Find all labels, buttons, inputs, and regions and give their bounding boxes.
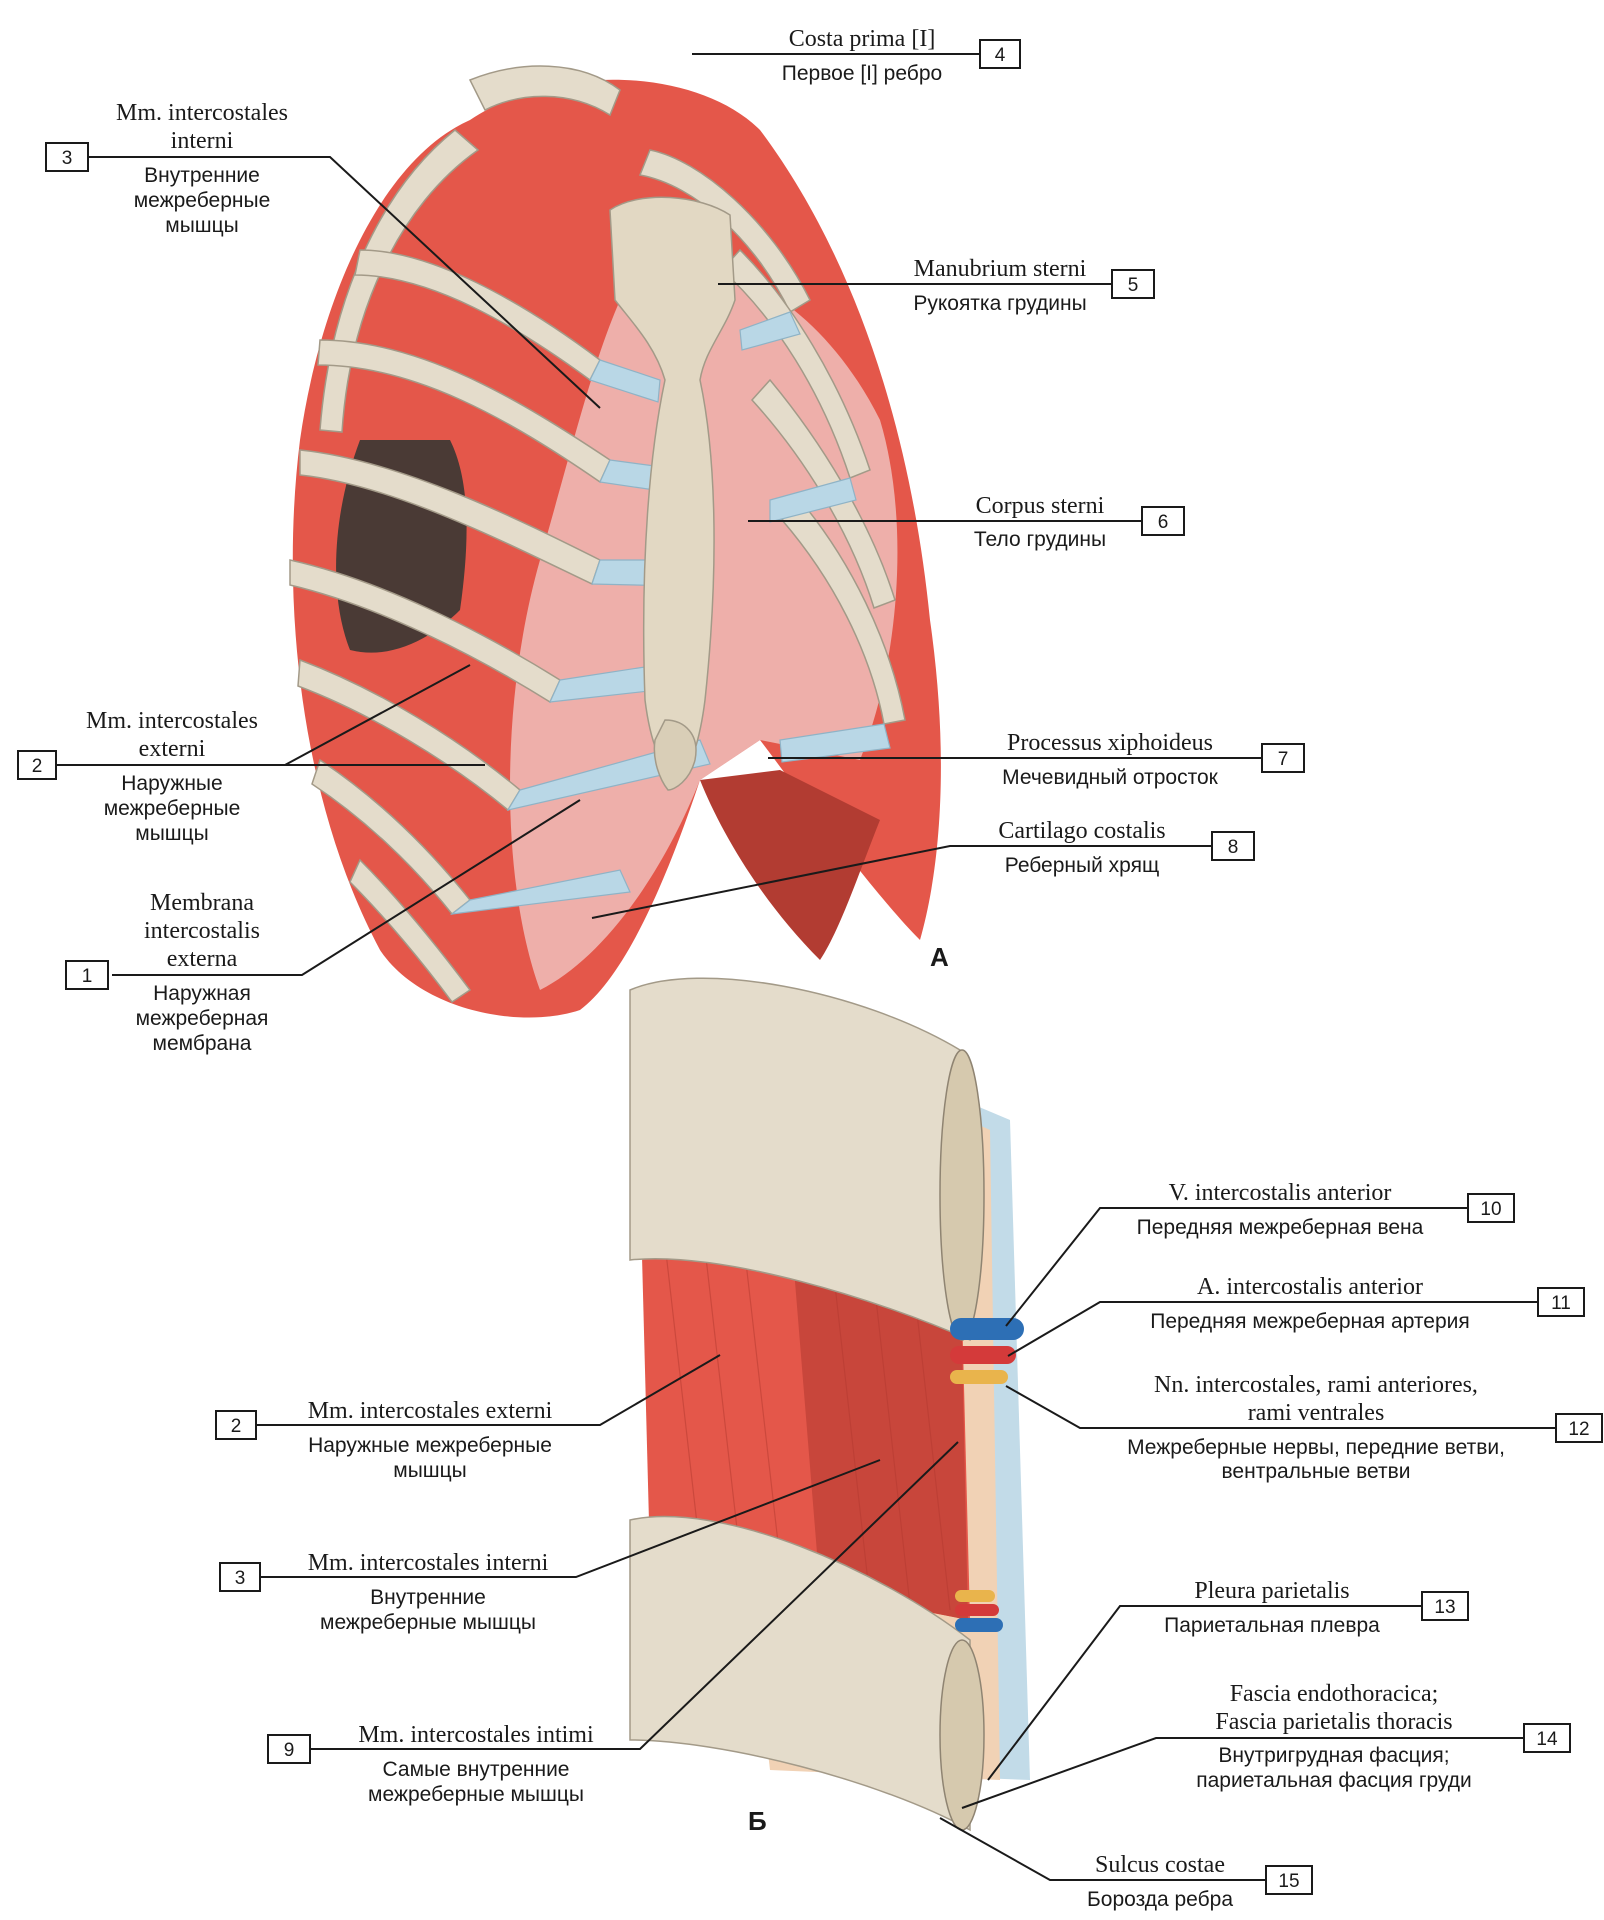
- label-5-russian: Рукоятка грудины: [913, 292, 1086, 315]
- label-3a-latin-line2: interni: [171, 128, 234, 154]
- label-13-russian: Париетальная плевра: [1164, 1614, 1380, 1637]
- label-1-latin-line2: intercostalis: [144, 918, 260, 944]
- label-3a-number: 3: [62, 148, 73, 169]
- label-15-russian: Борозда ребра: [1087, 1888, 1233, 1911]
- label-5-latin: Manubrium sterni: [914, 256, 1087, 282]
- label-4-latin: Costa prima [I]: [789, 26, 936, 52]
- label-4-number: 4: [995, 45, 1006, 66]
- label-11-latin: A. intercostalis anterior: [1197, 1274, 1423, 1300]
- label-14-russian-line1: Внутригрудная фасция;: [1218, 1744, 1449, 1767]
- leader-lines: [56, 53, 1556, 1881]
- label-2b-latin: Mm. intercostales externi: [308, 1398, 553, 1424]
- label-6-russian: Тело грудины: [974, 528, 1106, 551]
- label-2b-russian-line1: Наружные межреберные: [308, 1434, 552, 1457]
- label-14-latin-line2: Fascia parietalis thoracis: [1215, 1709, 1452, 1735]
- label-3a-russian-line3: мышцы: [165, 214, 239, 237]
- label-13-number: 13: [1434, 1597, 1455, 1618]
- label-2a-latin-line1: Mm. intercostales: [86, 708, 258, 734]
- xiphoid: [653, 719, 697, 791]
- label-12-russian-line2: вентральные ветви: [1222, 1460, 1411, 1483]
- label-9-russian-line1: Самые внутренние: [383, 1758, 570, 1781]
- label-14-number: 14: [1536, 1729, 1558, 1750]
- label-7-russian: Мечевидный отросток: [1002, 766, 1218, 789]
- thorax-illustration: [289, 65, 941, 1018]
- label-3b-number: 3: [235, 1568, 246, 1589]
- label-7-number: 7: [1278, 749, 1289, 770]
- label-8-russian: Реберный хрящ: [1005, 854, 1160, 877]
- panel-a-letter: А: [930, 942, 949, 972]
- label-15-number: 15: [1278, 1871, 1299, 1892]
- label-text: Mm. intercostales interni Внутренние меж…: [86, 26, 1505, 1911]
- label-1-latin-line3: externa: [167, 946, 238, 972]
- label-5-number: 5: [1128, 275, 1139, 296]
- label-15-latin: Sulcus costae: [1095, 1852, 1225, 1878]
- label-2b-russian-line2: мышцы: [393, 1459, 467, 1482]
- label-8-latin: Cartilago costalis: [998, 818, 1165, 844]
- label-10-latin: V. intercostalis anterior: [1169, 1180, 1392, 1206]
- label-14-latin-line1: Fascia endothoracica;: [1230, 1681, 1439, 1707]
- sternum: [609, 196, 736, 781]
- label-6-number: 6: [1158, 512, 1169, 533]
- label-3a-russian-line1: Внутренние: [144, 164, 260, 187]
- label-4-russian: Первое [I] ребро: [782, 62, 942, 85]
- label-11-russian: Передняя межреберная артерия: [1150, 1310, 1470, 1333]
- label-14-russian-line2: париетальная фасция груди: [1196, 1769, 1472, 1792]
- label-2a-russian-line3: мышцы: [135, 822, 209, 845]
- label-8-number: 8: [1228, 837, 1239, 858]
- label-3a-latin-line1: Mm. intercostales: [116, 100, 288, 126]
- label-11-number: 11: [1551, 1293, 1571, 1314]
- label-7-latin: Processus xiphoideus: [1007, 730, 1213, 756]
- label-1-russian-line2: межреберная: [136, 1007, 269, 1030]
- label-3b-latin: Mm. intercostales interni: [308, 1550, 549, 1576]
- label-2a-russian-line2: межреберные: [104, 797, 241, 820]
- label-1-russian-line1: Наружная: [153, 982, 251, 1005]
- label-3b-russian-line2: межреберные мышцы: [320, 1611, 536, 1634]
- label-3a-russian-line2: межреберные: [134, 189, 271, 212]
- neurovascular-bundle: [950, 1318, 1024, 1632]
- label-12-number: 12: [1568, 1419, 1589, 1440]
- label-9-latin: Mm. intercostales intimi: [358, 1722, 594, 1748]
- label-2a-number: 2: [32, 756, 43, 777]
- label-12-latin-line2: rami ventrales: [1248, 1400, 1385, 1426]
- label-1-number: 1: [82, 966, 93, 987]
- label-9-russian-line2: межреберные мышцы: [368, 1783, 584, 1806]
- intercostal-space-illustration: [629, 977, 1030, 1832]
- label-3b-russian-line1: Внутренние: [370, 1586, 486, 1609]
- label-2a-latin-line2: externi: [139, 736, 206, 762]
- label-2b-number: 2: [231, 1416, 242, 1437]
- label-2a-russian-line1: Наружные: [121, 772, 222, 795]
- label-1-latin-line1: Membrana: [150, 890, 254, 916]
- label-10-russian: Передняя межреберная вена: [1137, 1216, 1424, 1239]
- panel-b-letter: Б: [748, 1806, 767, 1836]
- label-12-latin-line1: Nn. intercostales, rami anteriores,: [1154, 1372, 1478, 1398]
- label-13-latin: Pleura parietalis: [1194, 1578, 1349, 1604]
- label-12-russian-line1: Межреберные нервы, передние ветви,: [1127, 1436, 1505, 1459]
- label-1-russian-line3: мембрана: [153, 1032, 252, 1055]
- label-10-number: 10: [1480, 1199, 1501, 1220]
- label-9-number: 9: [284, 1740, 295, 1761]
- ribs: [289, 65, 906, 1004]
- number-boxes: 1 2 3 4 5 6 7 8 2 3 9 10 11 12 13 14 15: [17, 39, 1603, 1895]
- label-6-latin: Corpus sterni: [976, 493, 1105, 519]
